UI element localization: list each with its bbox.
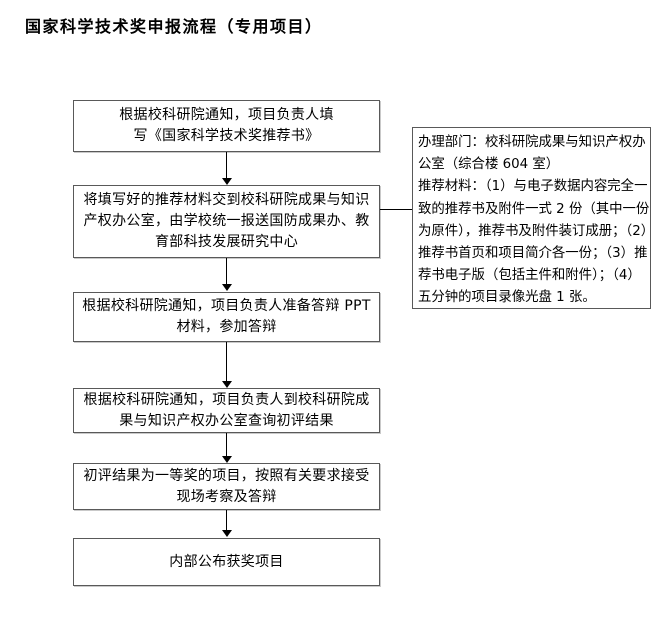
- note-line: 致的推荐书及附件一式 2 份（其中一份: [418, 201, 650, 217]
- down-arrow-icon: [222, 456, 232, 463]
- flow-step-6: 内部公布获奖项目: [73, 538, 380, 586]
- flow-step-4-line: 果与知识产权办公室查询初评结果: [119, 412, 334, 429]
- flow-step-6-line: 内部公布获奖项目: [169, 553, 284, 570]
- note-line: 为原件），推荐书及附件装订成册；（2）: [418, 223, 655, 239]
- down-arrow-line-1: [226, 152, 227, 179]
- page-title: 国家科学技术奖申报流程（专用项目）: [25, 17, 323, 36]
- flow-step-2-line: 将填写好的推荐材料交到校科研院成果与知识: [83, 192, 370, 208]
- note-line: 五分钟的项目录像光盘 1 张。: [418, 290, 596, 306]
- down-arrow-line-2: [226, 258, 227, 285]
- down-arrow-line-4: [226, 433, 227, 457]
- flow-step-4-line: 根据校科研院通知，项目负责人到校科研院成: [83, 391, 370, 408]
- flow-step-3-line: 材料，参加答辩: [176, 319, 277, 335]
- flow-step-1-line: 写《国家科学技术奖推荐书》: [133, 128, 320, 144]
- flow-step-2: 将填写好的推荐材料交到校科研院成果与知识 产权办公室，由学校统一报送国防成果办、…: [73, 185, 380, 258]
- flow-step-4: 根据校科研院通知，项目负责人到校科研院成 果与知识产权办公室查询初评结果: [73, 388, 380, 433]
- flow-step-1-line: 根据校科研院通知，项目负责人填: [119, 107, 334, 123]
- flow-step-5: 初评结果为一等奖的项目，按照有关要求接受 现场考察及答辩: [73, 463, 380, 510]
- down-arrow-icon: [222, 284, 232, 291]
- note-line: 推荐书首页和项目简介各一份；（3）推: [418, 246, 648, 262]
- flow-step-3: 根据校科研院通知，项目负责人准备答辩 PPT 材料，参加答辩: [73, 292, 380, 342]
- note-line: 荐书电子版（包括主件和附件）；（4）: [418, 268, 641, 284]
- note-line: 公室（综合楼 604 室）: [418, 157, 560, 173]
- note-connector-line: [380, 209, 412, 210]
- flow-step-1: 根据校科研院通知，项目负责人填 写《国家科学技术奖推荐书》: [73, 100, 380, 152]
- flow-step-5-line: 初评结果为一等奖的项目，按照有关要求接受: [83, 467, 370, 484]
- down-arrow-icon: [222, 530, 232, 537]
- down-arrow-icon: [222, 381, 232, 388]
- note-line: 推荐材料：（1）与电子数据内容完全一: [418, 179, 648, 195]
- flow-step-3-line: 根据校科研院通知，项目负责人准备答辩 PPT: [82, 298, 371, 314]
- flow-step-2-line: 育部科技发展研究中心: [155, 234, 298, 250]
- down-arrow-line-3: [226, 342, 227, 382]
- down-arrow-line-5: [226, 510, 227, 531]
- flow-step-5-line: 现场考察及答辩: [176, 488, 277, 505]
- note-line: 办理部门：校科研院成果与知识产权办: [418, 135, 646, 150]
- flow-step-2-line: 产权办公室，由学校统一报送国防成果办、教: [83, 213, 370, 229]
- down-arrow-icon: [222, 178, 232, 185]
- note-box: 办理部门：校科研院成果与知识产权办 公室（综合楼 604 室） 推荐材料：（1）…: [412, 127, 655, 309]
